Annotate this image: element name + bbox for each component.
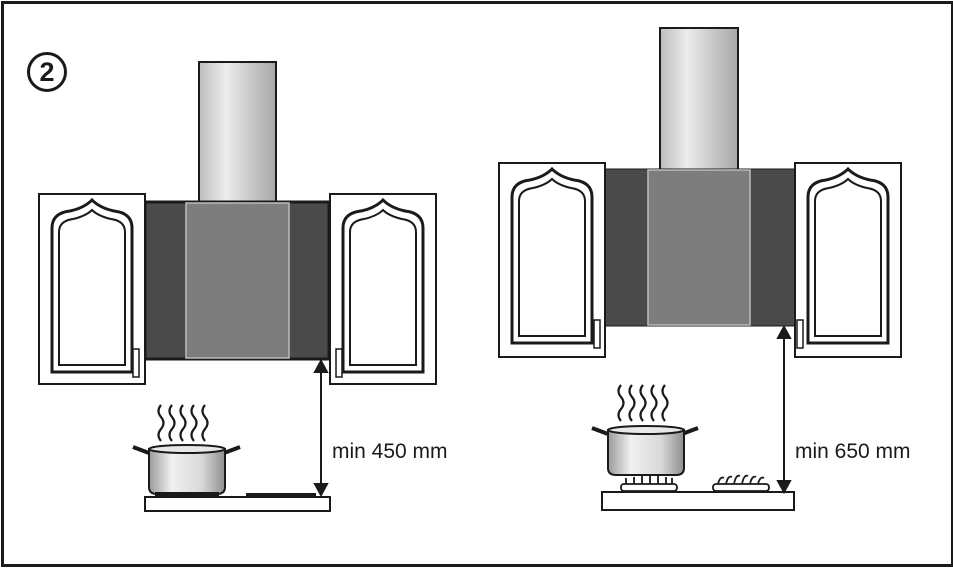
cabinet-icon bbox=[329, 193, 437, 385]
right-scene bbox=[498, 27, 902, 511]
hob-right bbox=[601, 491, 795, 511]
chimney-right bbox=[659, 27, 739, 171]
steam-icon bbox=[617, 384, 669, 422]
double-arrow-icon bbox=[313, 358, 329, 498]
clearance-label-left: min 450 mm bbox=[332, 440, 448, 463]
left-scene bbox=[38, 61, 437, 512]
clearance-label-right: min 650 mm bbox=[795, 440, 911, 463]
range-hood-icon bbox=[604, 168, 796, 327]
gas-burner-icon bbox=[620, 476, 678, 492]
steam-icon bbox=[157, 404, 209, 442]
cabinet-icon bbox=[38, 193, 146, 385]
step-number-badge: 2 bbox=[27, 52, 67, 92]
cabinet-icon bbox=[498, 162, 606, 358]
double-arrow-icon bbox=[776, 324, 792, 495]
chimney-left bbox=[198, 61, 277, 204]
cooking-pot-icon bbox=[132, 444, 241, 495]
cooking-pot-icon bbox=[591, 425, 699, 476]
range-hood-icon bbox=[143, 200, 331, 361]
cabinet-icon bbox=[794, 162, 902, 358]
hob-left bbox=[144, 492, 331, 512]
gas-burner-icon bbox=[712, 474, 770, 492]
